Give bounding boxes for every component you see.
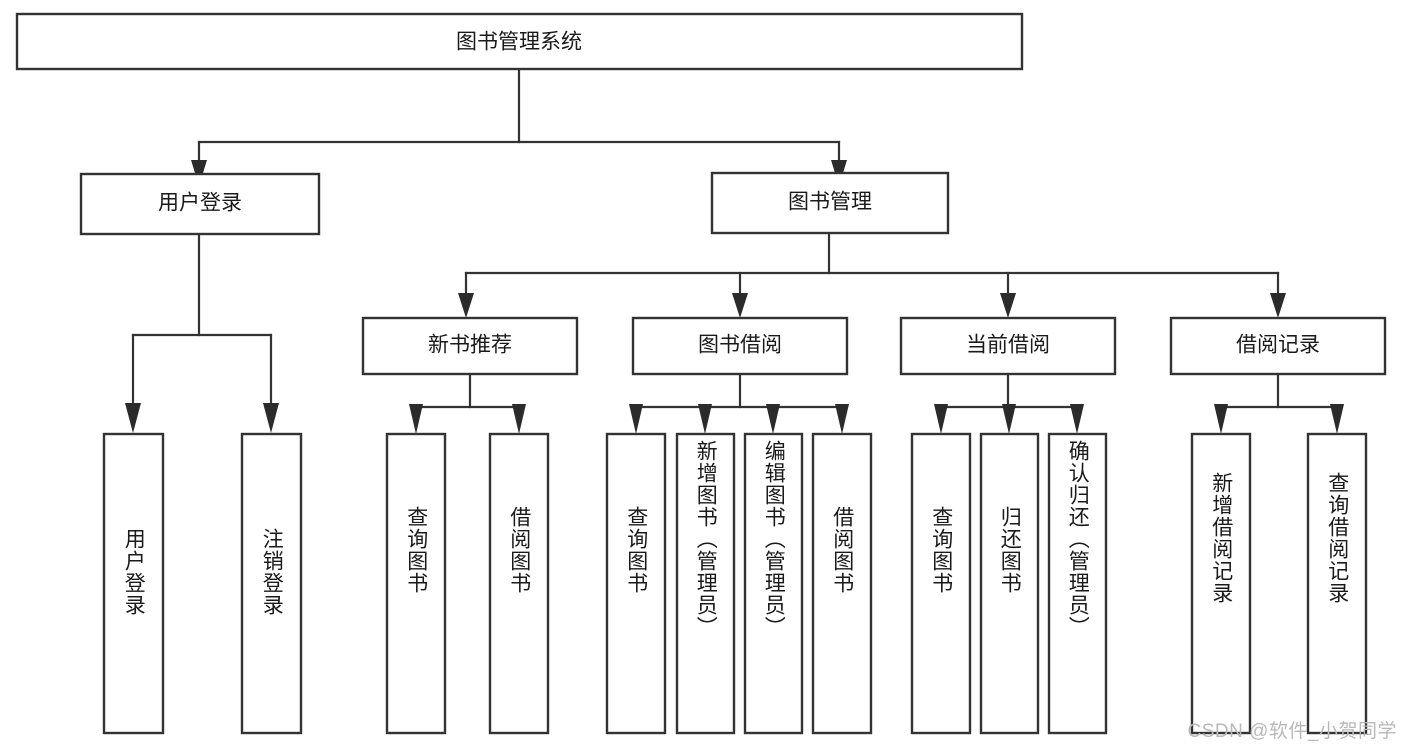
leaf-label-wrap-record-2: 查询借阅记录: [1308, 434, 1366, 733]
leaf-label-current-3: 确认归还（管理员）: [1066, 440, 1090, 638]
leaf-label-borrow-3: 编辑图书（管理员）: [762, 440, 786, 638]
node-box-leaf-new-book-2[interactable]: [488, 432, 550, 735]
arrow-icon-record-leaf2: [1330, 404, 1344, 434]
leaf-label-current-1: 查询图书: [929, 506, 953, 594]
nodes-group: 图书管理系统 用户登录 图书管理 新书推荐 图书借阅 当前借阅 借阅记录: [15, 12, 1387, 735]
leaf-label-borrow-2: 新增图书（管理员）: [694, 440, 718, 638]
arrow-icon-newbook-leaf1: [409, 404, 423, 434]
leaf-label-wrap-record-1: 新增借阅记录: [1192, 434, 1250, 733]
leaf-label-current-2: 归还图书: [998, 506, 1022, 594]
leaf-label-record-2: 查询借阅记录: [1325, 472, 1349, 604]
leaf-label-wrap-new-book-2: 借阅图书: [490, 434, 548, 733]
node-box-leaf-record-1[interactable]: [1190, 432, 1252, 735]
leaf-label-user-login-2: 注销登录: [260, 528, 284, 616]
node-label-root: 图书管理系统: [456, 31, 582, 54]
node-box-new-book-recommend[interactable]: [361, 316, 579, 376]
arrow-icon-borrow-leaf2: [698, 404, 712, 434]
leaf-label-user-login-1: 用户登录: [122, 528, 146, 616]
node-box-borrow-record[interactable]: [1169, 316, 1387, 376]
arrow-icon-current-leaf1: [934, 404, 948, 434]
leaf-label-wrap-borrow-3: 编辑图书（管理员）: [745, 434, 802, 733]
node-box-leaf-borrow-2[interactable]: [675, 432, 736, 735]
node-label-book-borrow: 图书借阅: [698, 334, 782, 357]
arrow-icon-current-leaf3: [1070, 404, 1084, 434]
leaf-label-wrap-current-3: 确认归还（管理员）: [1049, 434, 1106, 733]
leaf-label-wrap-user-login-2: 注销登录: [242, 434, 301, 733]
node-box-leaf-borrow-1[interactable]: [605, 432, 667, 735]
leaf-label-wrap-borrow-2: 新增图书（管理员）: [677, 434, 734, 733]
arrow-icon-userlogin-leaf2: [263, 403, 279, 433]
node-box-leaf-new-book-1[interactable]: [385, 432, 447, 735]
node-box-book-borrow[interactable]: [631, 316, 849, 376]
leaf-label-new-book-1: 查询图书: [404, 506, 428, 594]
watermark-text: CSDN @软件_小贺同学: [1187, 721, 1397, 742]
arrow-icon-borrow-leaf1: [629, 404, 643, 434]
node-box-leaf-user-login-2[interactable]: [240, 432, 303, 735]
leaf-label-wrap-new-book-1: 查询图书: [387, 434, 445, 733]
arrow-icon-current-leaf2: [1002, 404, 1016, 434]
node-box-leaf-current-2[interactable]: [979, 432, 1040, 735]
arrow-icon-to-borrow: [732, 293, 748, 318]
node-label-book-management: 图书管理: [788, 191, 872, 214]
leaf-label-wrap-user-login-1: 用户登录: [104, 434, 163, 733]
node-label-current-borrow: 当前借阅: [966, 334, 1050, 357]
node-label-borrow-record: 借阅记录: [1236, 334, 1320, 357]
leaf-label-borrow-4: 借阅图书: [830, 506, 854, 594]
leaf-label-wrap-current-1: 查询图书: [912, 434, 970, 733]
node-box-leaf-current-1[interactable]: [910, 432, 972, 735]
arrow-icon-borrow-leaf3: [766, 404, 780, 434]
arrow-icon-newbook-leaf2: [512, 404, 526, 434]
arrow-icon-to-record: [1270, 293, 1286, 318]
leaf-label-wrap-borrow-1: 查询图书: [607, 434, 665, 733]
node-label-new-book-recommend: 新书推荐: [428, 334, 512, 357]
arrowheads-group: [125, 160, 1344, 434]
node-box-leaf-record-2[interactable]: [1306, 432, 1368, 735]
arrow-icon-userlogin-leaf1: [125, 403, 141, 433]
arrow-icon-record-leaf1: [1214, 404, 1228, 434]
arrow-icon-to-newbook: [458, 293, 474, 318]
node-box-book-management[interactable]: [710, 171, 950, 235]
leaf-label-wrap-current-2: 归还图书: [981, 434, 1038, 733]
node-box-leaf-current-3[interactable]: [1047, 432, 1108, 735]
leaf-label-record-1: 新增借阅记录: [1209, 472, 1233, 604]
arrow-icon-borrow-leaf4: [835, 404, 849, 434]
node-box-leaf-borrow-3[interactable]: [743, 432, 804, 735]
leaf-label-borrow-1: 查询图书: [624, 506, 648, 594]
leaf-label-wrap-borrow-4: 借阅图书: [813, 434, 871, 733]
node-box-user-login[interactable]: [79, 172, 321, 236]
node-box-leaf-user-login-1[interactable]: [102, 432, 165, 735]
leaf-label-new-book-2: 借阅图书: [507, 506, 531, 594]
node-label-user-login: 用户登录: [158, 192, 242, 215]
node-box-leaf-borrow-4[interactable]: [811, 432, 873, 735]
node-box-root[interactable]: [15, 12, 1024, 71]
arrow-icon-to-current: [1000, 293, 1016, 318]
node-box-current-borrow[interactable]: [899, 316, 1117, 376]
